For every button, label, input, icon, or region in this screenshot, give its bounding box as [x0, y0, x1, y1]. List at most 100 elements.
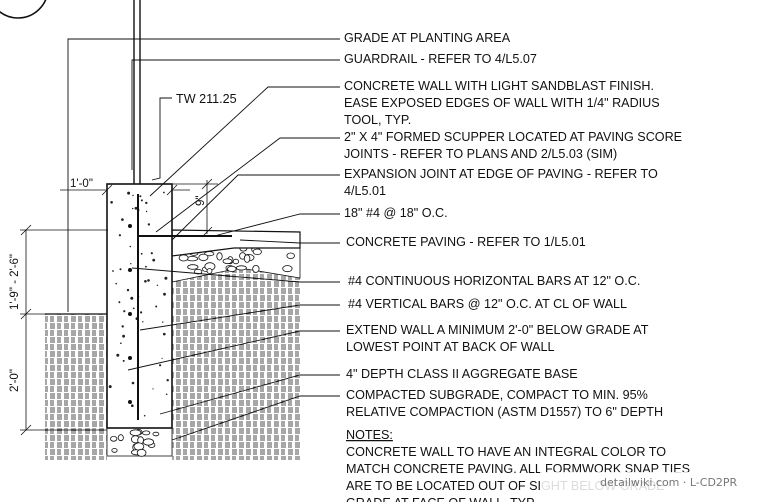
- aggregate-stone: [252, 264, 260, 273]
- concrete-speck: [132, 194, 134, 197]
- below-grade-label: 2'-0": [9, 369, 21, 392]
- callout-text: 18" #4 @ 18" O.C.: [344, 206, 448, 220]
- concrete-speck: [130, 296, 134, 300]
- aggregate-stone: [243, 254, 251, 263]
- concrete-speck: [131, 404, 134, 408]
- aggregate-stone: [235, 265, 247, 271]
- callout-text: CONCRETE WALL WITH LIGHT SANDBLAST FINIS…: [344, 79, 654, 93]
- callout-text: RELATIVE COMPACTION (ASTM D1557) TO 6" D…: [346, 405, 663, 419]
- aggregate-stone: [129, 429, 142, 437]
- callout-text: JOINTS - REFER TO PLANS AND 2/L5.03 (SIM…: [344, 147, 617, 161]
- watermark-backdrop: [540, 472, 760, 502]
- aggregate-stone: [198, 253, 209, 262]
- callout-text: 4/L5.01: [344, 184, 386, 198]
- concrete-speck: [152, 388, 154, 390]
- concrete-speck: [140, 199, 143, 202]
- concrete-speck: [118, 301, 121, 303]
- paving-offset-label: 9": [195, 196, 207, 206]
- callout-text: GUARDRAIL - REFER TO 4/L5.07: [344, 52, 537, 66]
- callout-text: EXPANSION JOINT AT EDGE OF PAVING - REFE…: [344, 167, 658, 181]
- leader-lines: [67, 38, 340, 441]
- concrete-speck: [147, 279, 150, 282]
- concrete-speck: [110, 201, 113, 204]
- concrete-speck: [139, 195, 142, 198]
- horizontal-rebar-dots: [128, 224, 132, 404]
- aggregate-stone: [142, 438, 154, 446]
- concrete-speck: [131, 381, 135, 385]
- aggregate-stone: [152, 431, 160, 437]
- callout-text: CONCRETE PAVING - REFER TO 1/L5.01: [346, 235, 586, 249]
- concrete-speck: [123, 310, 126, 313]
- callout-text: EXTEND WALL A MINIMUM 2'-0" BELOW GRADE …: [346, 323, 649, 337]
- concrete-speck: [115, 282, 117, 285]
- concrete-speck: [122, 359, 125, 362]
- concrete-speck: [163, 191, 165, 194]
- concrete-speck: [147, 223, 151, 226]
- concrete-speck: [130, 263, 132, 265]
- dim-vertical: [20, 224, 108, 436]
- callout-text: #4 VERTICAL BARS @ 12" O.C. AT CL OF WAL…: [348, 297, 627, 311]
- concrete-speck: [132, 307, 135, 310]
- aggregate-stone: [117, 434, 124, 442]
- callout-text: EASE EXPOSED EDGES OF WALL WITH 1/4" RAD…: [344, 96, 660, 110]
- top-of-wall-elevation: TW 211.25: [176, 92, 237, 106]
- concrete-speck: [144, 280, 147, 283]
- planting-soil-hatch: [45, 314, 107, 460]
- callout-text: 4" DEPTH CLASS II AGGREGATE BASE: [346, 367, 578, 381]
- dim-paving-offset: [172, 178, 218, 238]
- concrete-speck: [127, 191, 131, 195]
- concrete-speck: [118, 234, 121, 237]
- aggregate-stone: [110, 435, 118, 442]
- aggregate-stone: [252, 248, 262, 255]
- aggregate-stone: [186, 256, 199, 262]
- concrete-speck: [145, 201, 148, 205]
- concrete-speck: [108, 385, 112, 389]
- concrete-speck: [140, 252, 143, 255]
- aggregate-stone: [187, 264, 199, 270]
- callout-text: TOOL, TYP.: [344, 113, 411, 127]
- concrete-speck: [122, 334, 125, 338]
- aggregate-stone: [136, 448, 147, 457]
- aggregate-stone: [222, 258, 233, 265]
- concrete-speck: [164, 276, 168, 280]
- concrete-speck: [143, 414, 146, 417]
- concrete-speck: [142, 321, 144, 323]
- notes-heading: NOTES:: [346, 428, 393, 442]
- concrete-speck: [166, 379, 169, 382]
- detail-bubble: [0, 0, 47, 19]
- callout-text: COMPACTED SUBGRADE, COMPACT TO MIN. 95%: [346, 388, 648, 402]
- concrete-speckle: [108, 191, 169, 417]
- concrete-speck: [159, 364, 162, 367]
- concrete-speck: [165, 393, 168, 396]
- callout-text: LOWEST POINT AT BACK OF WALL: [346, 340, 555, 354]
- subgrade-soil-hatch: [172, 268, 300, 460]
- callout-text: 2" X 4" FORMED SCUPPER LOCATED AT PAVING…: [344, 130, 682, 144]
- concrete-speck: [152, 258, 156, 262]
- aggregate-stone: [111, 448, 118, 453]
- aggregate-stone: [232, 258, 240, 265]
- concrete-speck: [162, 321, 164, 323]
- concrete-speck: [129, 245, 132, 248]
- height-range-label: 1'-9" - 2'-6": [9, 254, 21, 310]
- concrete-speck: [140, 311, 143, 314]
- notes-line: GRADE AT FACE OF WALL, TYP.: [346, 496, 536, 502]
- concrete-wall: [106, 183, 173, 429]
- aggregate-stone: [142, 430, 151, 436]
- aggregate-stone: [282, 265, 293, 273]
- aggregate-stone: [206, 268, 213, 274]
- concrete-speck: [163, 292, 166, 296]
- concrete-speck: [121, 325, 124, 328]
- aggregate-stone: [178, 254, 189, 262]
- callout-text: #4 CONTINUOUS HORIZONTAL BARS AT 12" O.C…: [348, 274, 640, 288]
- aggregate-stone: [193, 269, 203, 275]
- concrete-speck: [155, 305, 158, 308]
- concrete-speck: [119, 268, 122, 271]
- concrete-speck: [145, 265, 147, 268]
- tw-leader: [151, 97, 172, 181]
- concrete-speck: [150, 252, 153, 255]
- concrete-speck: [121, 218, 124, 221]
- concrete-speck: [112, 270, 114, 272]
